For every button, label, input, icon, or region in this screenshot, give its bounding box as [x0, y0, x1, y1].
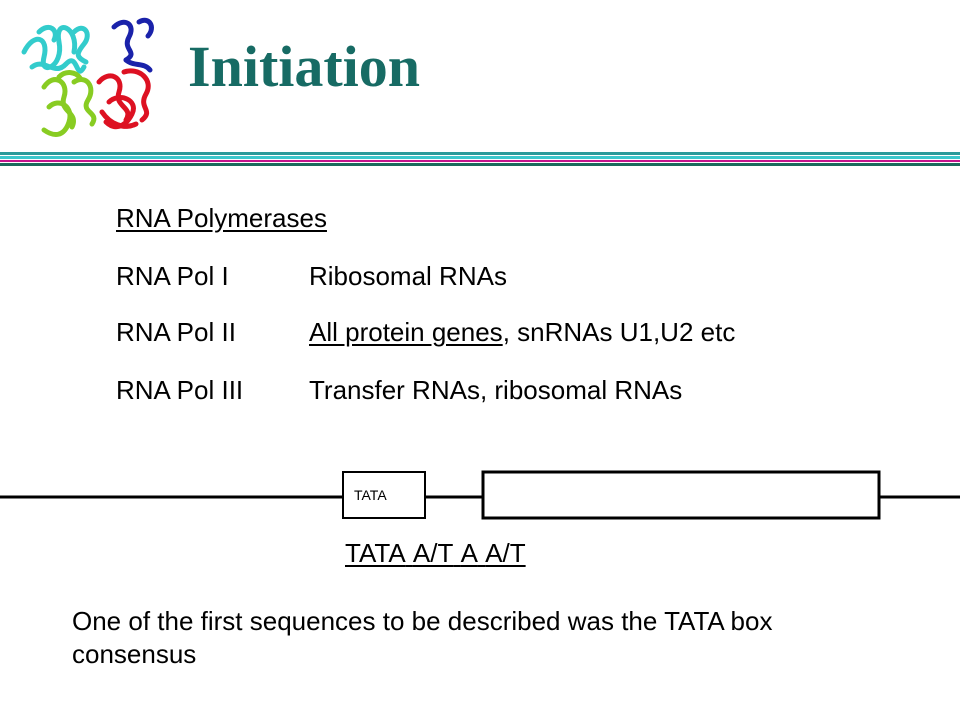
gene-diagram: TATA	[0, 470, 960, 520]
pol-name-2: RNA Pol II	[116, 317, 236, 347]
consensus-space-1	[406, 538, 413, 568]
consensus-part-2: A/T	[412, 538, 454, 568]
footnote-text: One of the first sequences to be describ…	[72, 606, 773, 669]
consensus-part-4: A/T	[485, 538, 526, 568]
gene-box	[481, 470, 881, 520]
tata-box-label: TATA	[354, 487, 387, 503]
pol-products-3: Transfer RNAs, ribosomal RNAs	[309, 375, 682, 405]
pol-products-1: Ribosomal RNAs	[309, 261, 507, 291]
consensus-part-3: A	[460, 538, 478, 568]
pol-products-2: All protein genes, snRNAs U1,U2 etc	[309, 317, 735, 347]
protein-structure-logo	[21, 17, 154, 137]
slide-title: Initiation	[188, 34, 421, 99]
polymerases-heading: RNA Polymerases	[116, 203, 327, 233]
consensus-part-1: TATA	[345, 538, 406, 568]
consensus-space-2	[453, 538, 460, 568]
title-divider	[0, 152, 960, 166]
pol-products-1-text: Ribosomal RNAs	[309, 261, 507, 291]
pol-products-3-text: Transfer RNAs, ribosomal RNAs	[309, 375, 683, 405]
tata-box	[342, 471, 426, 519]
pol-products-2-underlined: All protein genes	[309, 317, 503, 347]
pol-name-1: RNA Pol I	[116, 261, 229, 291]
pol-name-3: RNA Pol III	[116, 375, 244, 405]
pol-products-2-text: , snRNAs U1,U2 etc	[502, 317, 736, 347]
tata-consensus: TATA A/T A A/T	[345, 538, 526, 568]
